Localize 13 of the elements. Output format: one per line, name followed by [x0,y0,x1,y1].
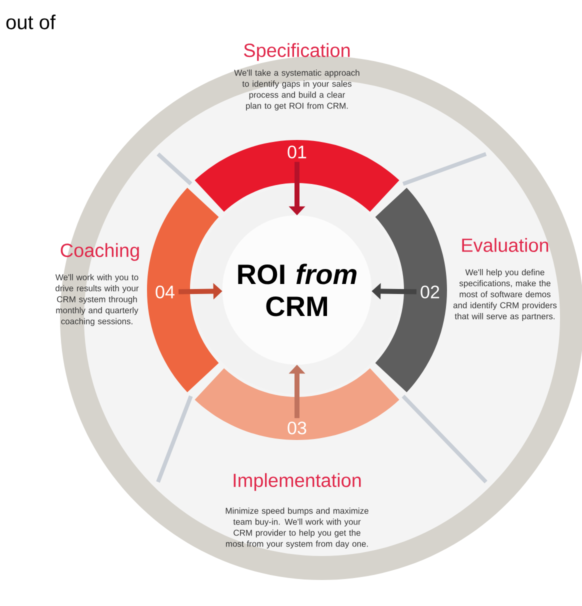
ring-segment: 01 [194,140,400,212]
step-description: We'll help you define specifications, make the most of software demos and identify CRM providers that will serve as partners. [453,269,557,321]
text-fragment: out of [6,14,56,30]
step-description: We'll work with you to drive results with your CRM system through monthly and quarterly coaching sessions. [55,274,139,326]
step-description: Minimize speed bumps and maximize team buy-in. We'll work with your CRM provider to help you get the most from your system from day one. [226,508,368,548]
step-heading: Evaluation [462,238,548,252]
ring-segment: 02 [375,188,447,392]
step-description: We'll take a systematic approach to identify gaps in your sales process and build a clear plan to get ROI from CRM. [234,70,360,110]
step-heading: Implementation [234,473,361,491]
ring-segment: 04 [147,188,219,392]
step-heading: Specification [244,43,350,61]
step-heading: Coaching [60,243,139,261]
ring-segment: 03 [194,368,400,440]
